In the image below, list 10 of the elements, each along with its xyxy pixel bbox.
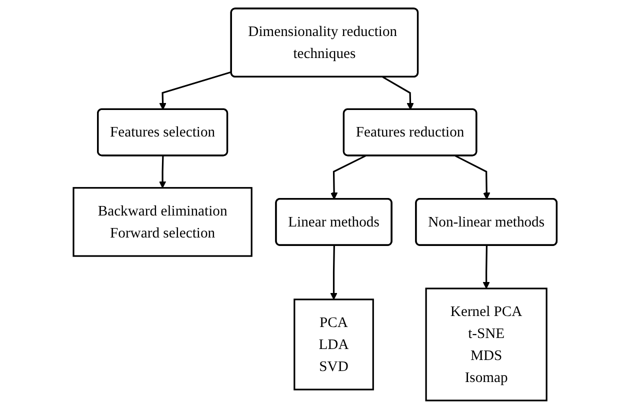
arrow — [482, 245, 490, 289]
node-box: PCA LDA SVD — [293, 298, 374, 390]
arrow — [382, 76, 414, 110]
arrow — [330, 155, 366, 200]
arrow — [158, 156, 166, 188]
node-box: Backward elimination Forward selection — [72, 187, 252, 257]
arrow — [159, 71, 232, 110]
arrow — [330, 245, 338, 300]
arrow — [454, 155, 490, 200]
node-box: Kernel PCA t-SNE MDS Isomap — [425, 288, 548, 402]
